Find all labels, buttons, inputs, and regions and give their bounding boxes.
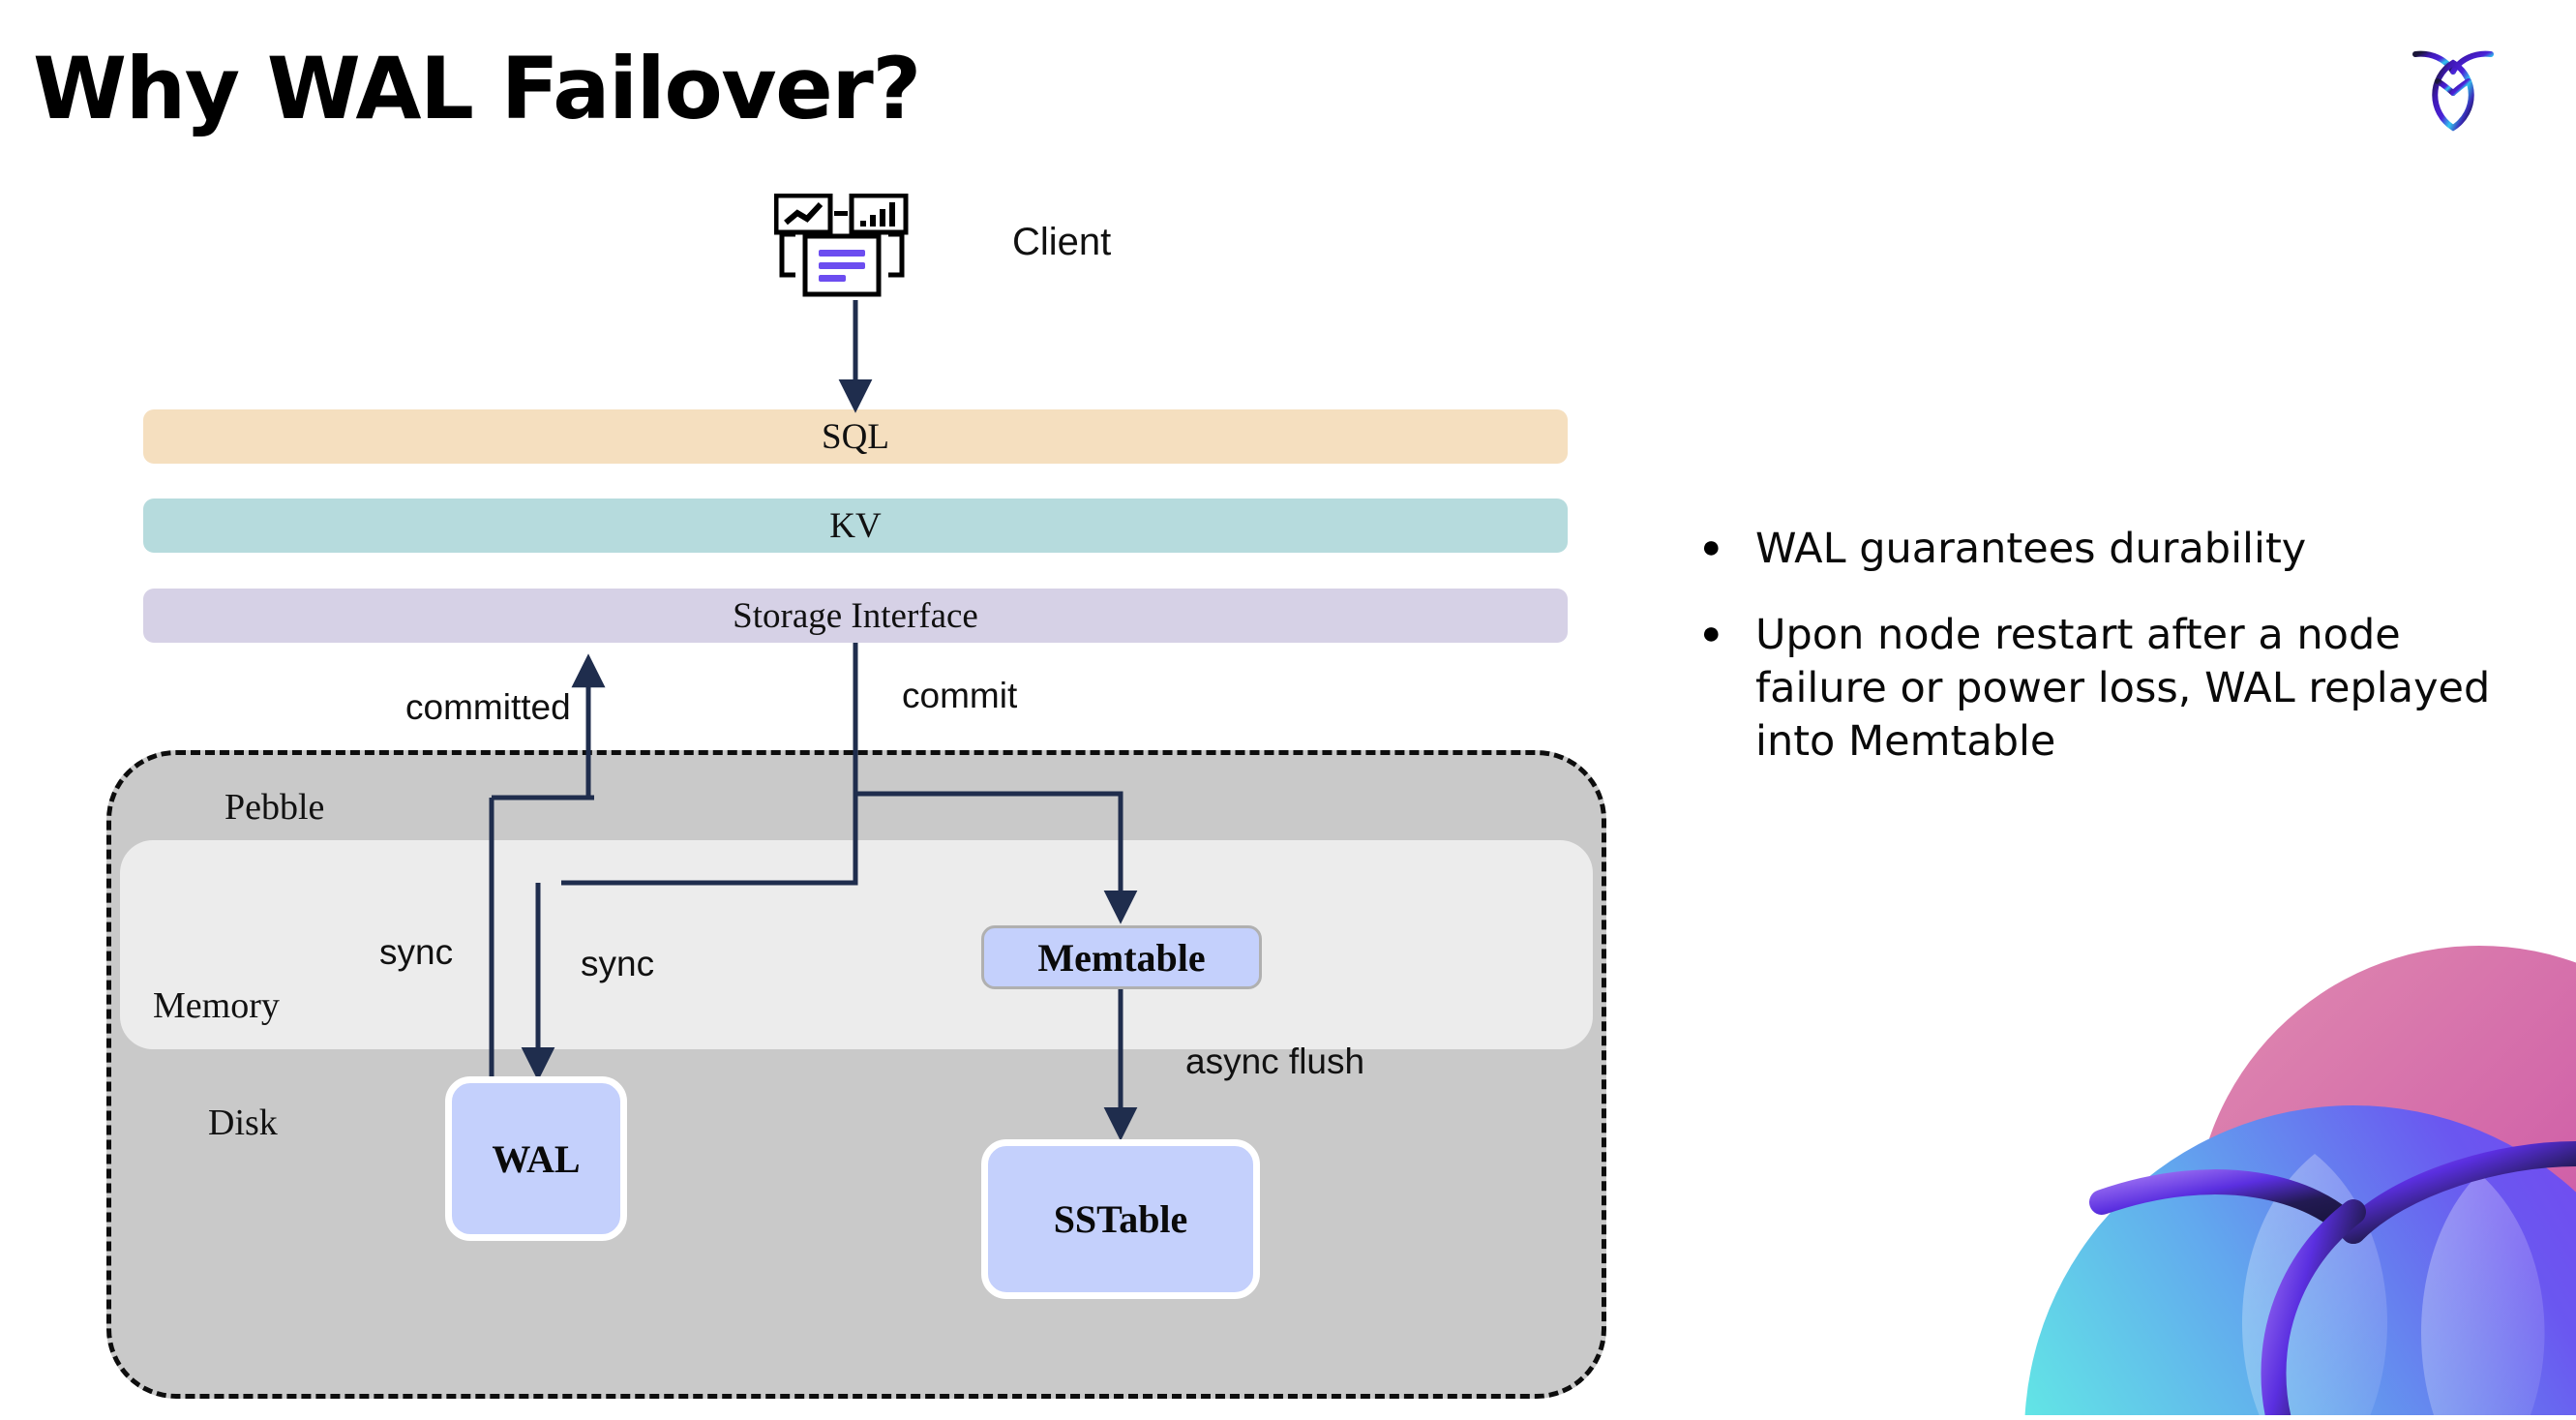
layer-bar-kv: KV [143, 499, 1568, 553]
layer-bar-sql-label: SQL [822, 416, 889, 457]
edge-label-commit: commit [902, 676, 1018, 715]
edge-label-sync-2: sync [581, 944, 655, 983]
decorative-brand-artwork [1899, 912, 2576, 1415]
node-wal: WAL [445, 1076, 627, 1241]
bullet-list: ● WAL guarantees durability ● Upon node … [1701, 523, 2533, 801]
node-sstable: SSTable [981, 1139, 1260, 1299]
client-dashboard-icon [773, 193, 929, 300]
bullet-text: Upon node restart after a node failure o… [1755, 611, 2491, 767]
pebble-label: Pebble [225, 787, 325, 828]
edge-label-sync-1: sync [379, 932, 454, 972]
client-label: Client [1012, 221, 1112, 263]
cockroachdb-logo-icon [2410, 33, 2497, 134]
memory-container [120, 840, 1593, 1049]
node-sstable-label: SSTable [1053, 1197, 1188, 1241]
edge-label-committed: committed [405, 687, 571, 727]
node-memtable-label: Memtable [1037, 935, 1206, 980]
layer-bar-storage-interface: Storage Interface [143, 589, 1568, 643]
bullet-marker-icon: ● [1701, 615, 1722, 652]
layer-bar-storage-interface-label: Storage Interface [733, 595, 978, 636]
edge-label-async-flush: async flush [1185, 1042, 1365, 1081]
page-title: Why WAL Failover? [33, 39, 921, 138]
list-item: ● Upon node restart after a node failure… [1701, 609, 2533, 769]
bullet-text: WAL guarantees durability [1755, 525, 2307, 573]
bullet-marker-icon: ● [1701, 529, 1722, 565]
node-memtable: Memtable [981, 925, 1262, 989]
disk-label: Disk [208, 1103, 278, 1143]
node-wal-label: WAL [492, 1136, 581, 1181]
layer-bar-kv-label: KV [829, 505, 882, 546]
list-item: ● WAL guarantees durability [1701, 523, 2533, 576]
layer-bar-sql: SQL [143, 409, 1568, 464]
memory-label: Memory [153, 985, 280, 1026]
